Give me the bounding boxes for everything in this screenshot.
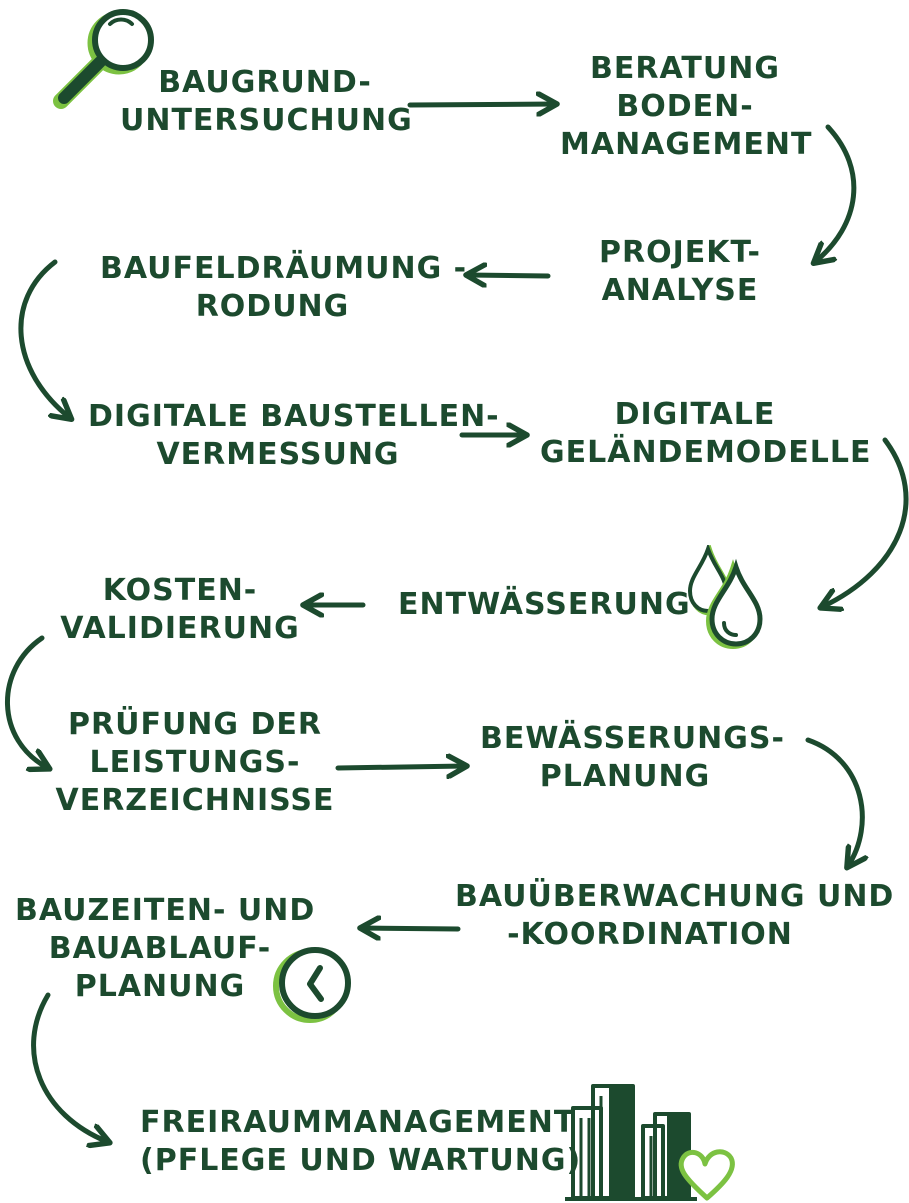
step-line: UNTERSUCHUNG	[120, 103, 413, 138]
arrow-4	[18, 259, 70, 418]
step-line: -KOORDINATION	[507, 917, 793, 952]
step-line: BERATUNG	[590, 51, 780, 86]
step-digitale-gelaendemodelle: DIGITALE GELÄNDEMODELLE	[540, 396, 872, 472]
step-line: BODEN-	[616, 89, 754, 124]
water-drops-icon	[687, 545, 763, 650]
step-line: BAUFELDRÄUMUNG -	[100, 251, 468, 286]
arrow-3	[468, 275, 551, 276]
step-line: (PFLEGE UND WARTUNG)	[140, 1143, 582, 1178]
step-bauueberwachung-koordination: BAUÜBERWACHUNG UND -KOORDINATION	[455, 878, 895, 954]
arrow-1	[407, 104, 555, 105]
step-bewaesserungsplanung: BEWÄSSERUNGS- PLANUNG	[480, 720, 785, 796]
step-line: BAUZEITEN- UND	[15, 893, 316, 928]
step-line: LEISTUNGS-	[89, 745, 301, 780]
buildings-heart-icon	[565, 1084, 735, 1201]
step-line: PROJEKT-	[599, 235, 761, 270]
arrow-6	[822, 437, 909, 607]
step-line: ANALYSE	[601, 273, 759, 308]
step-line: MANAGEMENT	[560, 127, 813, 162]
step-freiraummanagement: FREIRAUMMANAGEMENT (PFLEGE UND WARTUNG)	[140, 1104, 582, 1180]
step-line: FREIRAUMMANAGEMENT	[140, 1105, 576, 1140]
arrow-9	[335, 766, 465, 768]
step-line: BAUGRUND-	[158, 65, 372, 100]
arrow-8	[5, 635, 48, 768]
arrow-11	[362, 928, 461, 929]
arrow-10	[805, 737, 862, 866]
magnifier-icon	[53, 9, 154, 109]
clock-icon	[273, 947, 351, 1023]
step-line: VALIDIERUNG	[60, 611, 300, 646]
arrow-2	[815, 124, 857, 262]
step-line: RODUNG	[195, 289, 350, 324]
step-line: PRÜFUNG DER	[68, 707, 322, 742]
step-entwaesserung: ENTWÄSSERUNG	[398, 586, 691, 624]
step-line: ENTWÄSSERUNG	[398, 587, 691, 622]
step-baugrunduntersuchung: BAUGRUND- UNTERSUCHUNG	[120, 64, 413, 140]
step-line: PLANUNG	[74, 969, 246, 1004]
step-pruefung-leistungsverzeichnisse: PRÜFUNG DER LEISTUNGS- VERZEICHNISSE	[50, 706, 340, 820]
step-line: BAUABLAUF-	[48, 931, 272, 966]
step-line: VERZEICHNISSE	[55, 783, 335, 818]
step-line: BEWÄSSERUNGS-	[480, 721, 785, 756]
step-line: VERMESSUNG	[156, 437, 400, 472]
step-line: BAUÜBERWACHUNG UND	[455, 879, 895, 914]
step-kostenvalidierung: KOSTEN- VALIDIERUNG	[60, 572, 300, 648]
step-projektanalyse: PROJEKT- ANALYSE	[570, 234, 790, 310]
step-baufeldraeumung-rodung: BAUFELDRÄUMUNG - RODUNG	[100, 250, 468, 326]
step-bauzeiten-bauablaufplanung: BAUZEITEN- UND BAUABLAUF- PLANUNG	[15, 892, 316, 1006]
step-digitale-baustellenvermessung: DIGITALE BAUSTELLEN- VERMESSUNG	[88, 398, 500, 474]
step-beratung-bodenmanagement: BERATUNG BODEN- MANAGEMENT	[560, 50, 813, 164]
step-line: PLANUNG	[539, 759, 711, 794]
step-line: DIGITALE BAUSTELLEN-	[88, 399, 500, 434]
step-line: DIGITALE	[614, 397, 776, 432]
arrow-12	[31, 992, 108, 1142]
step-line: KOSTEN-	[102, 573, 258, 608]
step-line: GELÄNDEMODELLE	[540, 435, 872, 470]
